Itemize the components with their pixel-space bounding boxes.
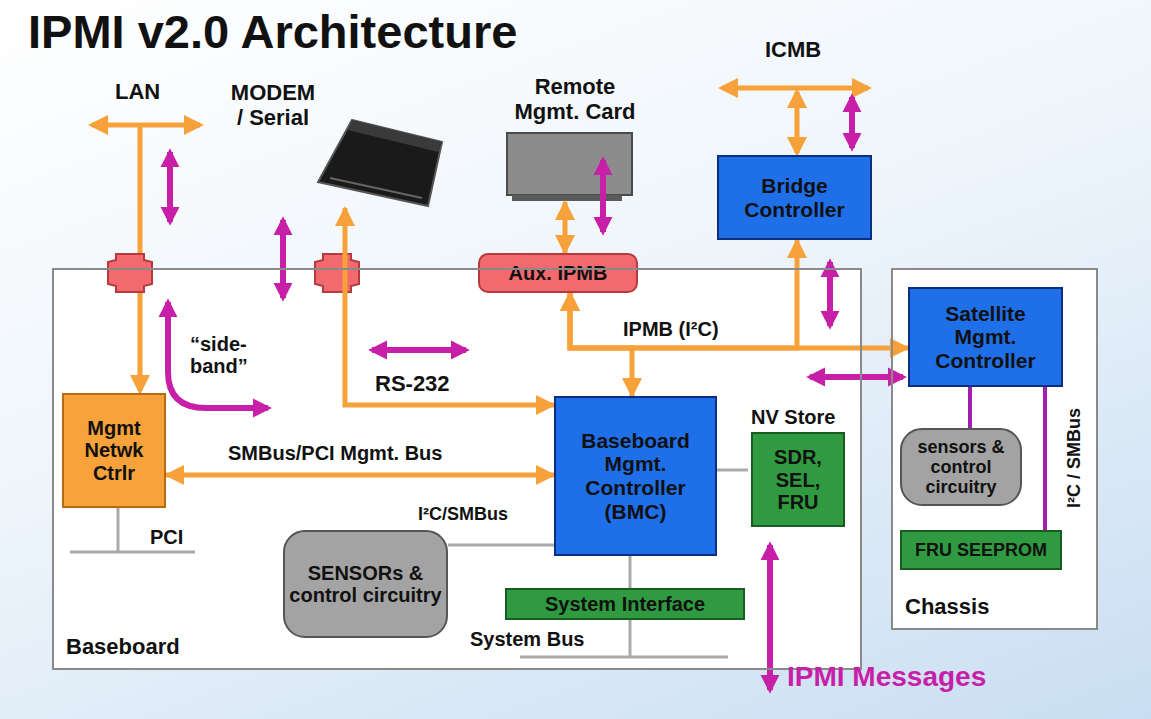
chassis-ground	[891, 268, 1098, 630]
node-label: Remote Mgmt. Card	[510, 75, 640, 124]
bus-connector	[166, 473, 554, 478]
modem-node: MODEM / Serial	[225, 78, 445, 208]
bus-connector	[717, 469, 748, 472]
annotation-label: LAN	[115, 80, 160, 104]
annotation-label: ICMB	[765, 38, 821, 62]
sensor-box: SENSORs & control circuitry	[283, 530, 448, 638]
annotation-label: System Bus	[470, 628, 585, 650]
node-body: SDR, SEL, FRU	[751, 432, 845, 527]
modem-device	[318, 120, 442, 206]
bus-connector	[629, 556, 632, 588]
node-label: Bridge Controller	[722, 174, 867, 221]
node-label: MODEM / Serial	[228, 81, 318, 130]
annotation-label: IPMI Messages	[787, 662, 986, 693]
annotation-label: RS-232	[375, 372, 450, 396]
baseboard-frame: Baseboard Mgmt Netwk Ctrlr Baseboard Mgmt.…	[52, 268, 862, 670]
node-label: Baseboard Mgmt. Controller (BMC)	[559, 429, 712, 523]
annotation-label: PCI	[150, 526, 183, 548]
remote-card-node: Remote Mgmt. Card	[490, 72, 660, 202]
sensor-box: sensors & control circuitry	[900, 428, 1022, 506]
node-label: System Interface	[545, 593, 705, 615]
bus-connector	[345, 208, 554, 405]
node-label: Aux. IPMB	[509, 262, 608, 284]
bus-label: SMBus/PCI Mgmt. Bus	[228, 442, 442, 464]
node-label: NV Store	[751, 406, 835, 428]
controller-box: Bridge Controller	[717, 155, 872, 240]
bus-connector	[968, 387, 972, 428]
bus-connector	[570, 293, 632, 396]
node-label: sensors & control circuitry	[905, 437, 1017, 497]
bus-connector	[570, 293, 908, 348]
baseboard-ground	[52, 268, 862, 670]
node-label: Satellite Mgmt. Controller	[913, 302, 1058, 373]
controller-box: Mgmt Netwk Ctrlr	[62, 393, 166, 508]
node-label: Mgmt Netwk Ctrlr	[67, 417, 161, 484]
bus-label: I²C/SMBus	[418, 505, 508, 525]
management-card	[507, 133, 632, 201]
bus-connector	[563, 202, 568, 253]
magenta-arrows	[168, 97, 903, 690]
bus-connector	[1043, 387, 1047, 530]
storage-node: NV StoreSDR, SEL, FRU	[748, 403, 852, 530]
diagram-title: IPMI v2.0 Architecture	[28, 6, 517, 58]
annotation-label: “side-band”	[190, 333, 272, 377]
node-label: FRU SEEPROM	[915, 540, 1047, 560]
node-label: Baseboard	[66, 635, 180, 660]
connector-plugs	[108, 254, 359, 292]
interface-box: System Interface	[505, 588, 745, 620]
controller-box: Baseboard Mgmt. Controller (BMC)	[554, 396, 717, 556]
eeprom-box: FRU SEEPROM	[900, 530, 1062, 570]
bus-label: IPMB (I²C)	[623, 318, 719, 340]
bus-label: I²C / SMBus	[1065, 408, 1085, 508]
pci-bus	[70, 508, 195, 552]
aux-ipmb-box: Aux. IPMB	[478, 253, 638, 293]
controller-box: Satellite Mgmt. Controller	[908, 287, 1063, 387]
node-label: Chassis	[905, 595, 989, 620]
bus-connector	[448, 544, 554, 547]
node-label: SENSORs & control circuitry	[288, 562, 443, 607]
